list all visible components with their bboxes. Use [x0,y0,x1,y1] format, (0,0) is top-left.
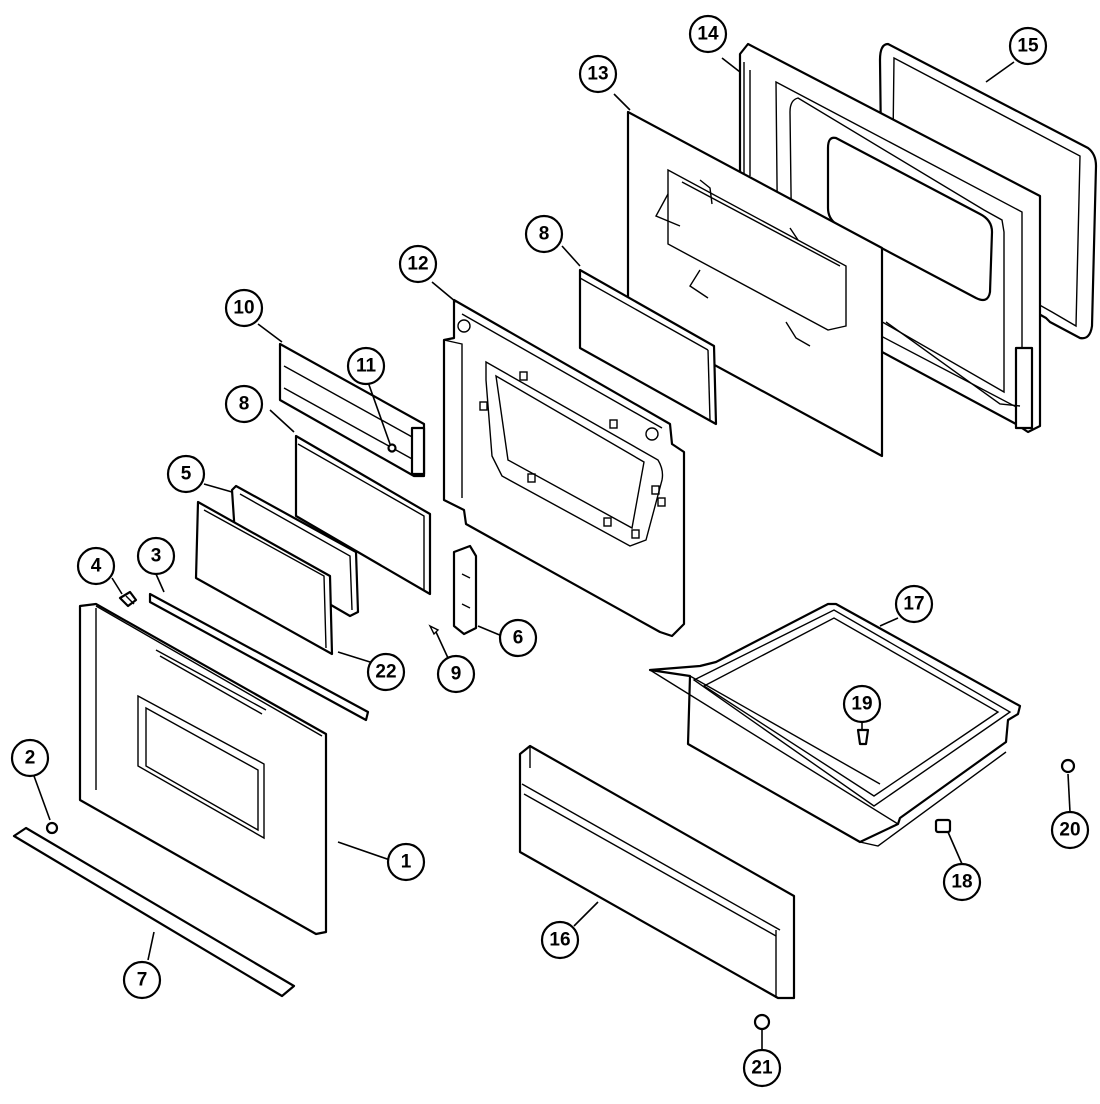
callout-10-label: 10 [233,298,254,319]
callout-19-label: 19 [851,694,872,715]
callout-7-label: 7 [137,970,148,991]
part-8-glass-panel-upper [578,268,718,426]
callout-22: 22 [366,652,406,692]
part-21-leveler [753,1013,771,1031]
callout-5: 5 [166,454,206,494]
part-13-door-panel [626,110,884,458]
callout-21: 21 [742,1048,782,1088]
callout-17: 17 [894,584,934,624]
callout-2-label: 2 [25,748,36,769]
callout-2: 2 [10,738,50,778]
callout-17-label: 17 [903,594,924,615]
callout-8-upper: 8 [524,214,564,254]
callout-8-upper-label: 8 [539,224,550,245]
callout-1: 1 [386,842,426,882]
part-10-bracket [278,342,426,478]
leader-lines [33,57,1071,1050]
part-7-trim-strip [12,826,296,998]
callout-14-label: 14 [697,24,719,45]
callout-6: 6 [498,618,538,658]
callout-16: 16 [540,920,580,960]
part-17-drawer-pan [648,602,1022,847]
callout-9: 9 [436,654,476,694]
callout-12-label: 12 [407,254,428,275]
callout-3: 3 [136,536,176,576]
callout-21-label: 21 [751,1058,773,1079]
callout-20: 20 [1050,810,1090,850]
callout-20-label: 20 [1059,820,1080,841]
part-8-glass-panel-lower [294,434,432,596]
callout-8-lower-label: 8 [239,394,250,415]
callout-22-label: 22 [375,662,396,683]
callout-9-label: 9 [451,664,462,685]
callout-18-label: 18 [951,872,972,893]
callout-19: 19 [842,684,882,724]
callout-14: 14 [688,14,728,54]
part-3-trim-strip [148,592,370,722]
callout-12: 12 [398,244,438,284]
part-18-clip [934,818,952,834]
callout-11-label: 11 [356,356,377,377]
callout-4: 4 [76,546,116,586]
callout-10: 10 [224,288,264,328]
part-19-screw [856,728,870,746]
callout-8-lower: 8 [224,384,264,424]
part-2-screw [45,821,59,835]
callout-15: 15 [1008,26,1048,66]
part-16-drawer-front [518,744,796,1000]
callout-13: 13 [578,54,618,94]
part-6-hinge [452,544,478,636]
callout-16-label: 16 [549,930,570,951]
callout-3-label: 3 [151,546,162,567]
part-1-outer-door [78,602,328,936]
callout-6-label: 6 [513,628,524,649]
callout-11: 11 [346,346,386,386]
callout-18: 18 [942,862,982,902]
callout-5-label: 5 [181,464,192,485]
part-22-window-glass [194,500,334,656]
part-14-door-liner [738,42,1042,434]
part-20-fastener [1060,758,1076,774]
callout-4-label: 4 [91,556,102,577]
part-12-inner-panel [442,298,686,638]
part-11-screw [387,443,397,453]
callout-7: 7 [122,960,162,1000]
callout-1-label: 1 [401,852,412,873]
part-4-screw [118,590,138,608]
callout-13-label: 13 [587,64,608,85]
callout-15-label: 15 [1017,36,1039,57]
